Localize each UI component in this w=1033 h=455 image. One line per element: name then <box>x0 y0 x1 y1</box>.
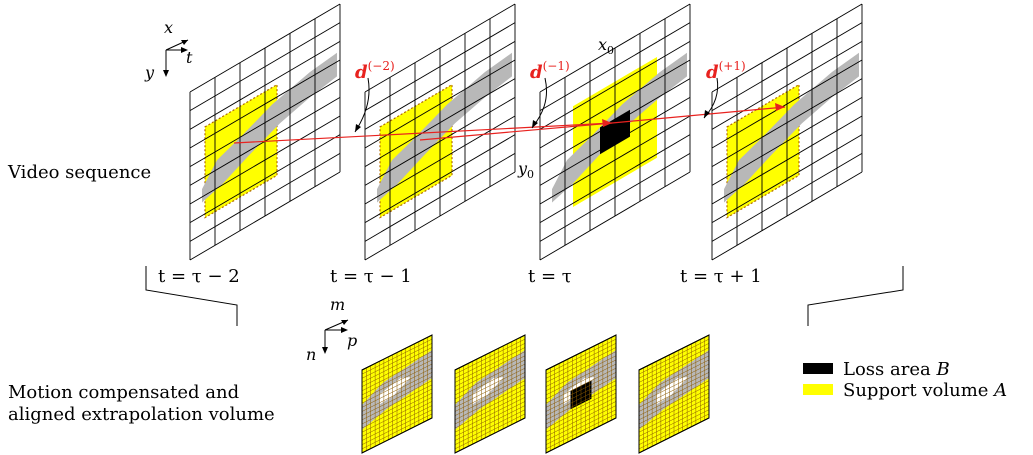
axis-label-y: y <box>144 63 155 82</box>
time-label-tau: t = τ <box>528 266 572 287</box>
frame-0 <box>189 3 341 261</box>
video-frames <box>189 3 863 261</box>
frame-3 <box>711 3 863 261</box>
extrapolation-label-line2: aligned extrapolation volume <box>8 404 275 425</box>
bottom-axes-icon <box>324 319 349 352</box>
car-shape <box>377 52 512 203</box>
coord-x0: x0 <box>598 35 614 57</box>
vector-line-3 <box>611 106 786 124</box>
time-label-tau-plus-1: t = τ + 1 <box>680 266 762 287</box>
axis-label-t: t <box>186 48 193 67</box>
axis-label-m: m <box>330 295 345 314</box>
legend-swatch-loss <box>803 363 833 374</box>
vector-label-d-minus1: d(−1) <box>530 59 570 83</box>
car-shape <box>202 52 337 203</box>
volume-0 <box>361 334 433 454</box>
video-sequence-label: Video sequence <box>7 162 151 183</box>
vector-arrowheads <box>602 103 785 127</box>
coord-y0: y0 <box>517 159 534 181</box>
extrapolation-label-line1: Motion compensated and <box>8 382 239 403</box>
legend: Loss area B Support volume A <box>803 359 1007 401</box>
vector-label-d-plus1: d(+1) <box>706 59 746 83</box>
time-label-tau-minus-1: t = τ − 1 <box>330 266 412 287</box>
arrowhead-1 <box>602 119 612 127</box>
axis-label-x: x <box>164 18 173 37</box>
arrowhead-2 <box>775 103 785 111</box>
bracket <box>145 266 904 326</box>
legend-loss-label: Loss area B <box>843 359 950 380</box>
vector-line-2 <box>419 122 613 141</box>
frame-1 <box>364 3 516 261</box>
motion-vectors <box>233 106 786 144</box>
volume-1 <box>454 334 526 454</box>
top-axes-icon <box>165 39 189 75</box>
axis-label-n: n <box>306 345 316 364</box>
volume-2 <box>545 334 617 454</box>
legend-swatch-support <box>803 384 833 395</box>
frame-2 <box>539 3 691 261</box>
time-label-tau-minus-2: t = τ − 2 <box>158 266 240 287</box>
volume-3 <box>638 334 710 454</box>
vector-line-1 <box>233 122 613 144</box>
car-shape <box>724 52 859 203</box>
pointer-heads <box>355 110 710 132</box>
legend-support-label: Support volume A <box>843 380 1007 401</box>
extrapolation-volumes <box>361 334 710 454</box>
vector-label-d-minus2: d(−2) <box>355 59 395 83</box>
axis-label-p: p <box>347 331 357 350</box>
